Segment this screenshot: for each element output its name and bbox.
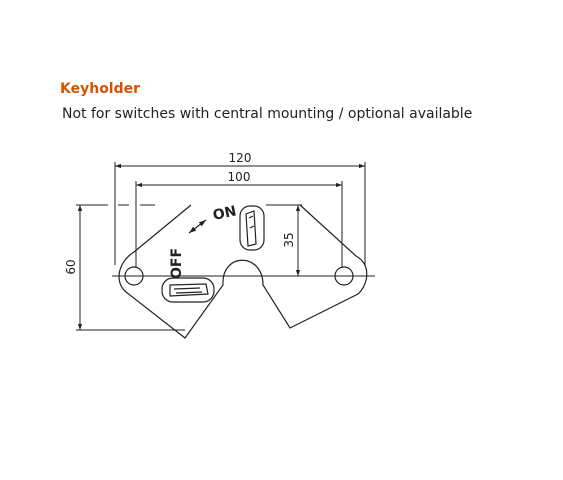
dimension-slot-height: 35 — [282, 232, 296, 247]
keyholder-outline — [118, 204, 368, 339]
on-label: ON — [212, 203, 238, 224]
section-title: Keyholder — [60, 81, 141, 97]
rotation-arrow-icon — [188, 219, 207, 234]
off-key-slot — [161, 277, 215, 303]
section-subtitle: Not for switches with central mounting /… — [62, 106, 473, 122]
off-label: OFF — [169, 248, 185, 279]
on-key-slot — [239, 205, 265, 251]
dimension-hole-spacing: 100 — [228, 170, 251, 184]
dimension-overall-width: 120 — [229, 151, 252, 165]
dimension-height: 60 — [64, 259, 78, 274]
